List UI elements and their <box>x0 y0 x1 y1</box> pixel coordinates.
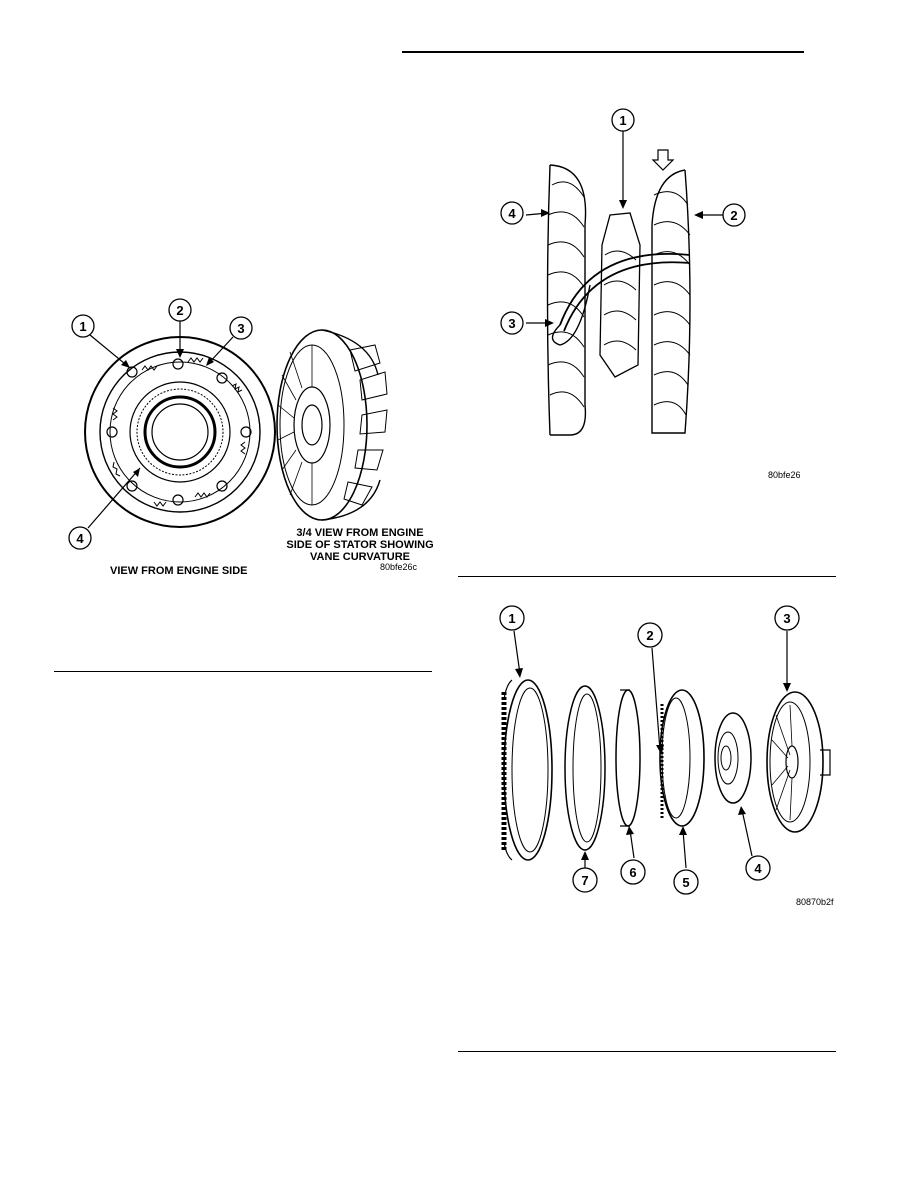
callout-1-clutch: 1 <box>71 314 95 338</box>
left-section-rule <box>54 671 432 672</box>
clutch-arrowheads <box>121 349 214 477</box>
stator-caption-line-1: 3/4 VIEW FROM ENGINE <box>296 527 423 539</box>
svg-text:6: 6 <box>629 865 636 880</box>
svg-text:2: 2 <box>176 303 183 318</box>
svg-text:3: 3 <box>237 321 244 336</box>
callout-4-clutch: 4 <box>68 526 92 550</box>
right-section-rule-1 <box>458 576 836 577</box>
exploded-arrowheads <box>515 668 791 860</box>
callout-2-flow: 2 <box>722 203 746 227</box>
figure-code-3: 80870b2f <box>796 897 834 907</box>
svg-text:5: 5 <box>682 875 689 890</box>
svg-text:1: 1 <box>508 611 515 626</box>
flow-arrowheads <box>541 200 703 327</box>
svg-text:1: 1 <box>619 113 626 128</box>
exploded-converter-figure: 1 2 3 4 5 6 7 80870b2f <box>499 605 834 907</box>
callout-1-flow: 1 <box>611 108 635 132</box>
callout-6-exploded: 6 <box>620 859 646 885</box>
svg-text:3: 3 <box>783 611 790 626</box>
svg-text:2: 2 <box>730 208 737 223</box>
fluid-flow-figure: 1 2 3 4 80bfe26d <box>500 108 800 480</box>
callout-2-exploded: 2 <box>637 622 663 648</box>
exploded-parts-drawing <box>501 679 831 861</box>
svg-text:2: 2 <box>646 628 653 643</box>
callout-4-exploded: 4 <box>745 855 771 881</box>
svg-text:7: 7 <box>581 873 588 888</box>
converter-section-drawing <box>546 149 691 436</box>
callout-2-clutch: 2 <box>168 298 192 322</box>
stator-caption-line-3: VANE CURVATURE <box>310 551 410 563</box>
callout-4-flow: 4 <box>500 201 524 225</box>
svg-text:3: 3 <box>508 316 515 331</box>
svg-text:4: 4 <box>754 861 762 876</box>
exploded-leaders <box>513 630 788 869</box>
flow-leaders <box>525 131 724 324</box>
svg-text:4: 4 <box>76 531 84 546</box>
top-rule <box>402 51 804 53</box>
stator-caption-line-2: SIDE OF STATOR SHOWING <box>286 539 433 551</box>
callout-3-exploded: 3 <box>774 605 800 631</box>
callout-1-exploded: 1 <box>499 605 525 631</box>
stator-vane-drawing <box>276 329 388 521</box>
callout-5-exploded: 5 <box>673 869 699 895</box>
callout-3-flow: 3 <box>500 311 524 335</box>
figure-code-1: 80bfe26c <box>380 562 418 572</box>
clutch-caption: VIEW FROM ENGINE SIDE <box>110 565 248 577</box>
callout-3-clutch: 3 <box>229 316 253 340</box>
svg-text:4: 4 <box>508 206 516 221</box>
right-section-rule-2 <box>458 1051 836 1052</box>
figure-code-2: 80bfe26d <box>768 470 800 480</box>
stator-clutch-figure: 1 2 3 4 3/4 VIEW FROM ENGINE SIDE OF STA… <box>68 298 434 577</box>
svg-text:1: 1 <box>79 319 86 334</box>
callout-7-exploded: 7 <box>572 867 598 893</box>
